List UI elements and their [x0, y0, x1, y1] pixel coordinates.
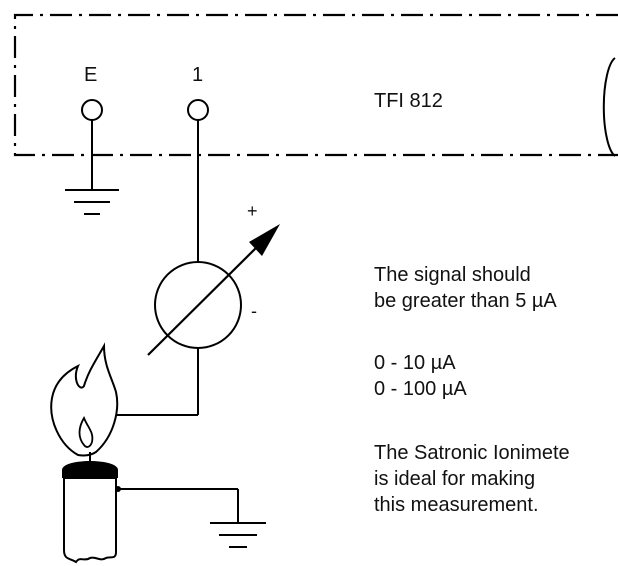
earth-terminal-label: E — [84, 64, 98, 86]
ammeter-arrow-head — [249, 224, 280, 256]
meter-plus-label: + — [247, 201, 258, 221]
ionimeter-note-line-2: is ideal for making — [374, 468, 536, 490]
ammeter-arrow-shaft — [147, 241, 263, 356]
candle-top-icon — [62, 461, 118, 478]
enclosure-edge-arc — [602, 57, 616, 157]
device-enclosure-border — [13, 13, 618, 157]
earth-terminal — [81, 99, 103, 121]
candle-body-icon — [63, 477, 117, 564]
range-note-2: 0 - 100 µA — [374, 378, 467, 400]
signal-note-line-1: The signal should — [374, 264, 531, 286]
range-note-1: 0 - 10 µA — [374, 352, 456, 374]
device-name: TFI 812 — [374, 90, 443, 112]
ionimeter-note-line-1: The Satronic Ionimete — [374, 442, 570, 464]
terminal-1-label: 1 — [192, 64, 204, 86]
earth-ground-symbol — [65, 189, 119, 215]
meter-minus-label: - — [251, 301, 257, 321]
signal-note-line-2: be greater than 5 µA — [374, 290, 557, 312]
candle-ground-symbol — [210, 522, 266, 548]
flame-icon — [50, 342, 119, 457]
flame-inner-icon — [78, 415, 94, 448]
terminal-1 — [187, 99, 209, 121]
ionimeter-note-line-3: this measurement. — [374, 494, 539, 516]
